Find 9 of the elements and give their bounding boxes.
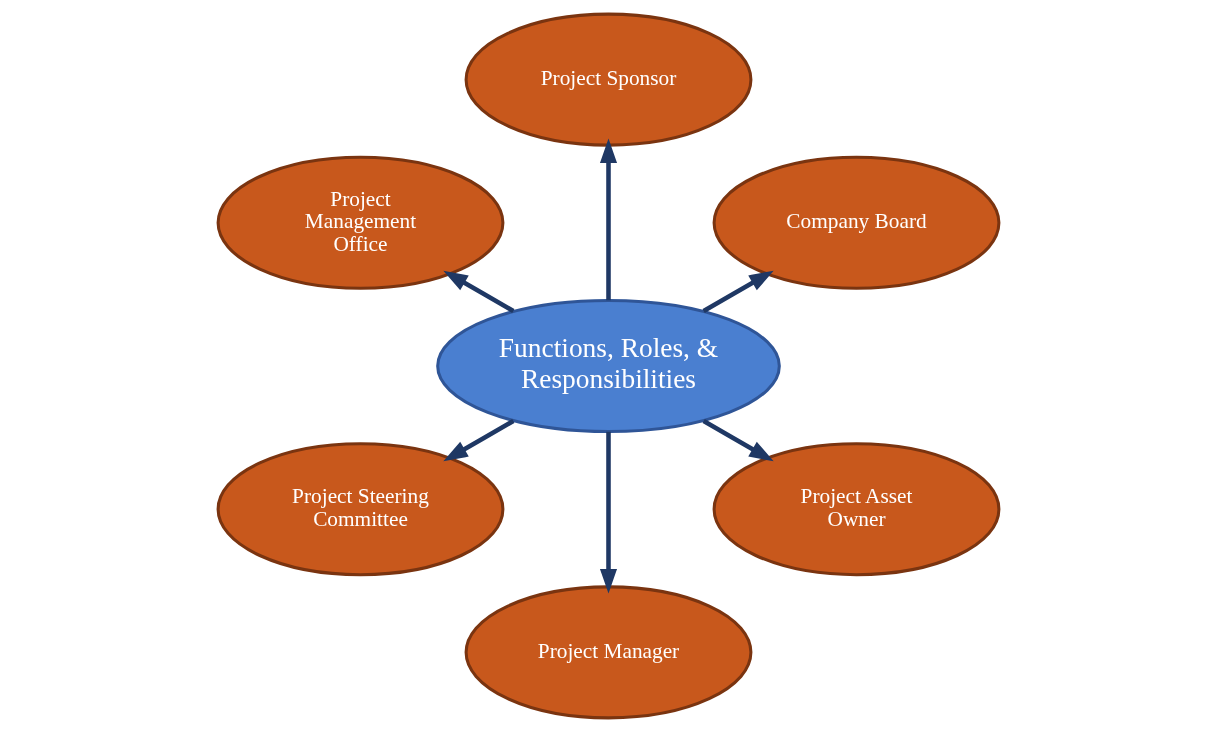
arrow [702, 418, 774, 462]
node-ellipse: Project Sponsor [464, 12, 753, 147]
node-ellipse: Functions, Roles, & Responsibilities [436, 299, 781, 433]
arrow [599, 138, 618, 301]
arrow [443, 418, 515, 462]
arrow [702, 270, 774, 314]
node-ellipse: Project Manager [464, 585, 753, 720]
arrow [599, 431, 618, 594]
arrow [443, 270, 515, 314]
